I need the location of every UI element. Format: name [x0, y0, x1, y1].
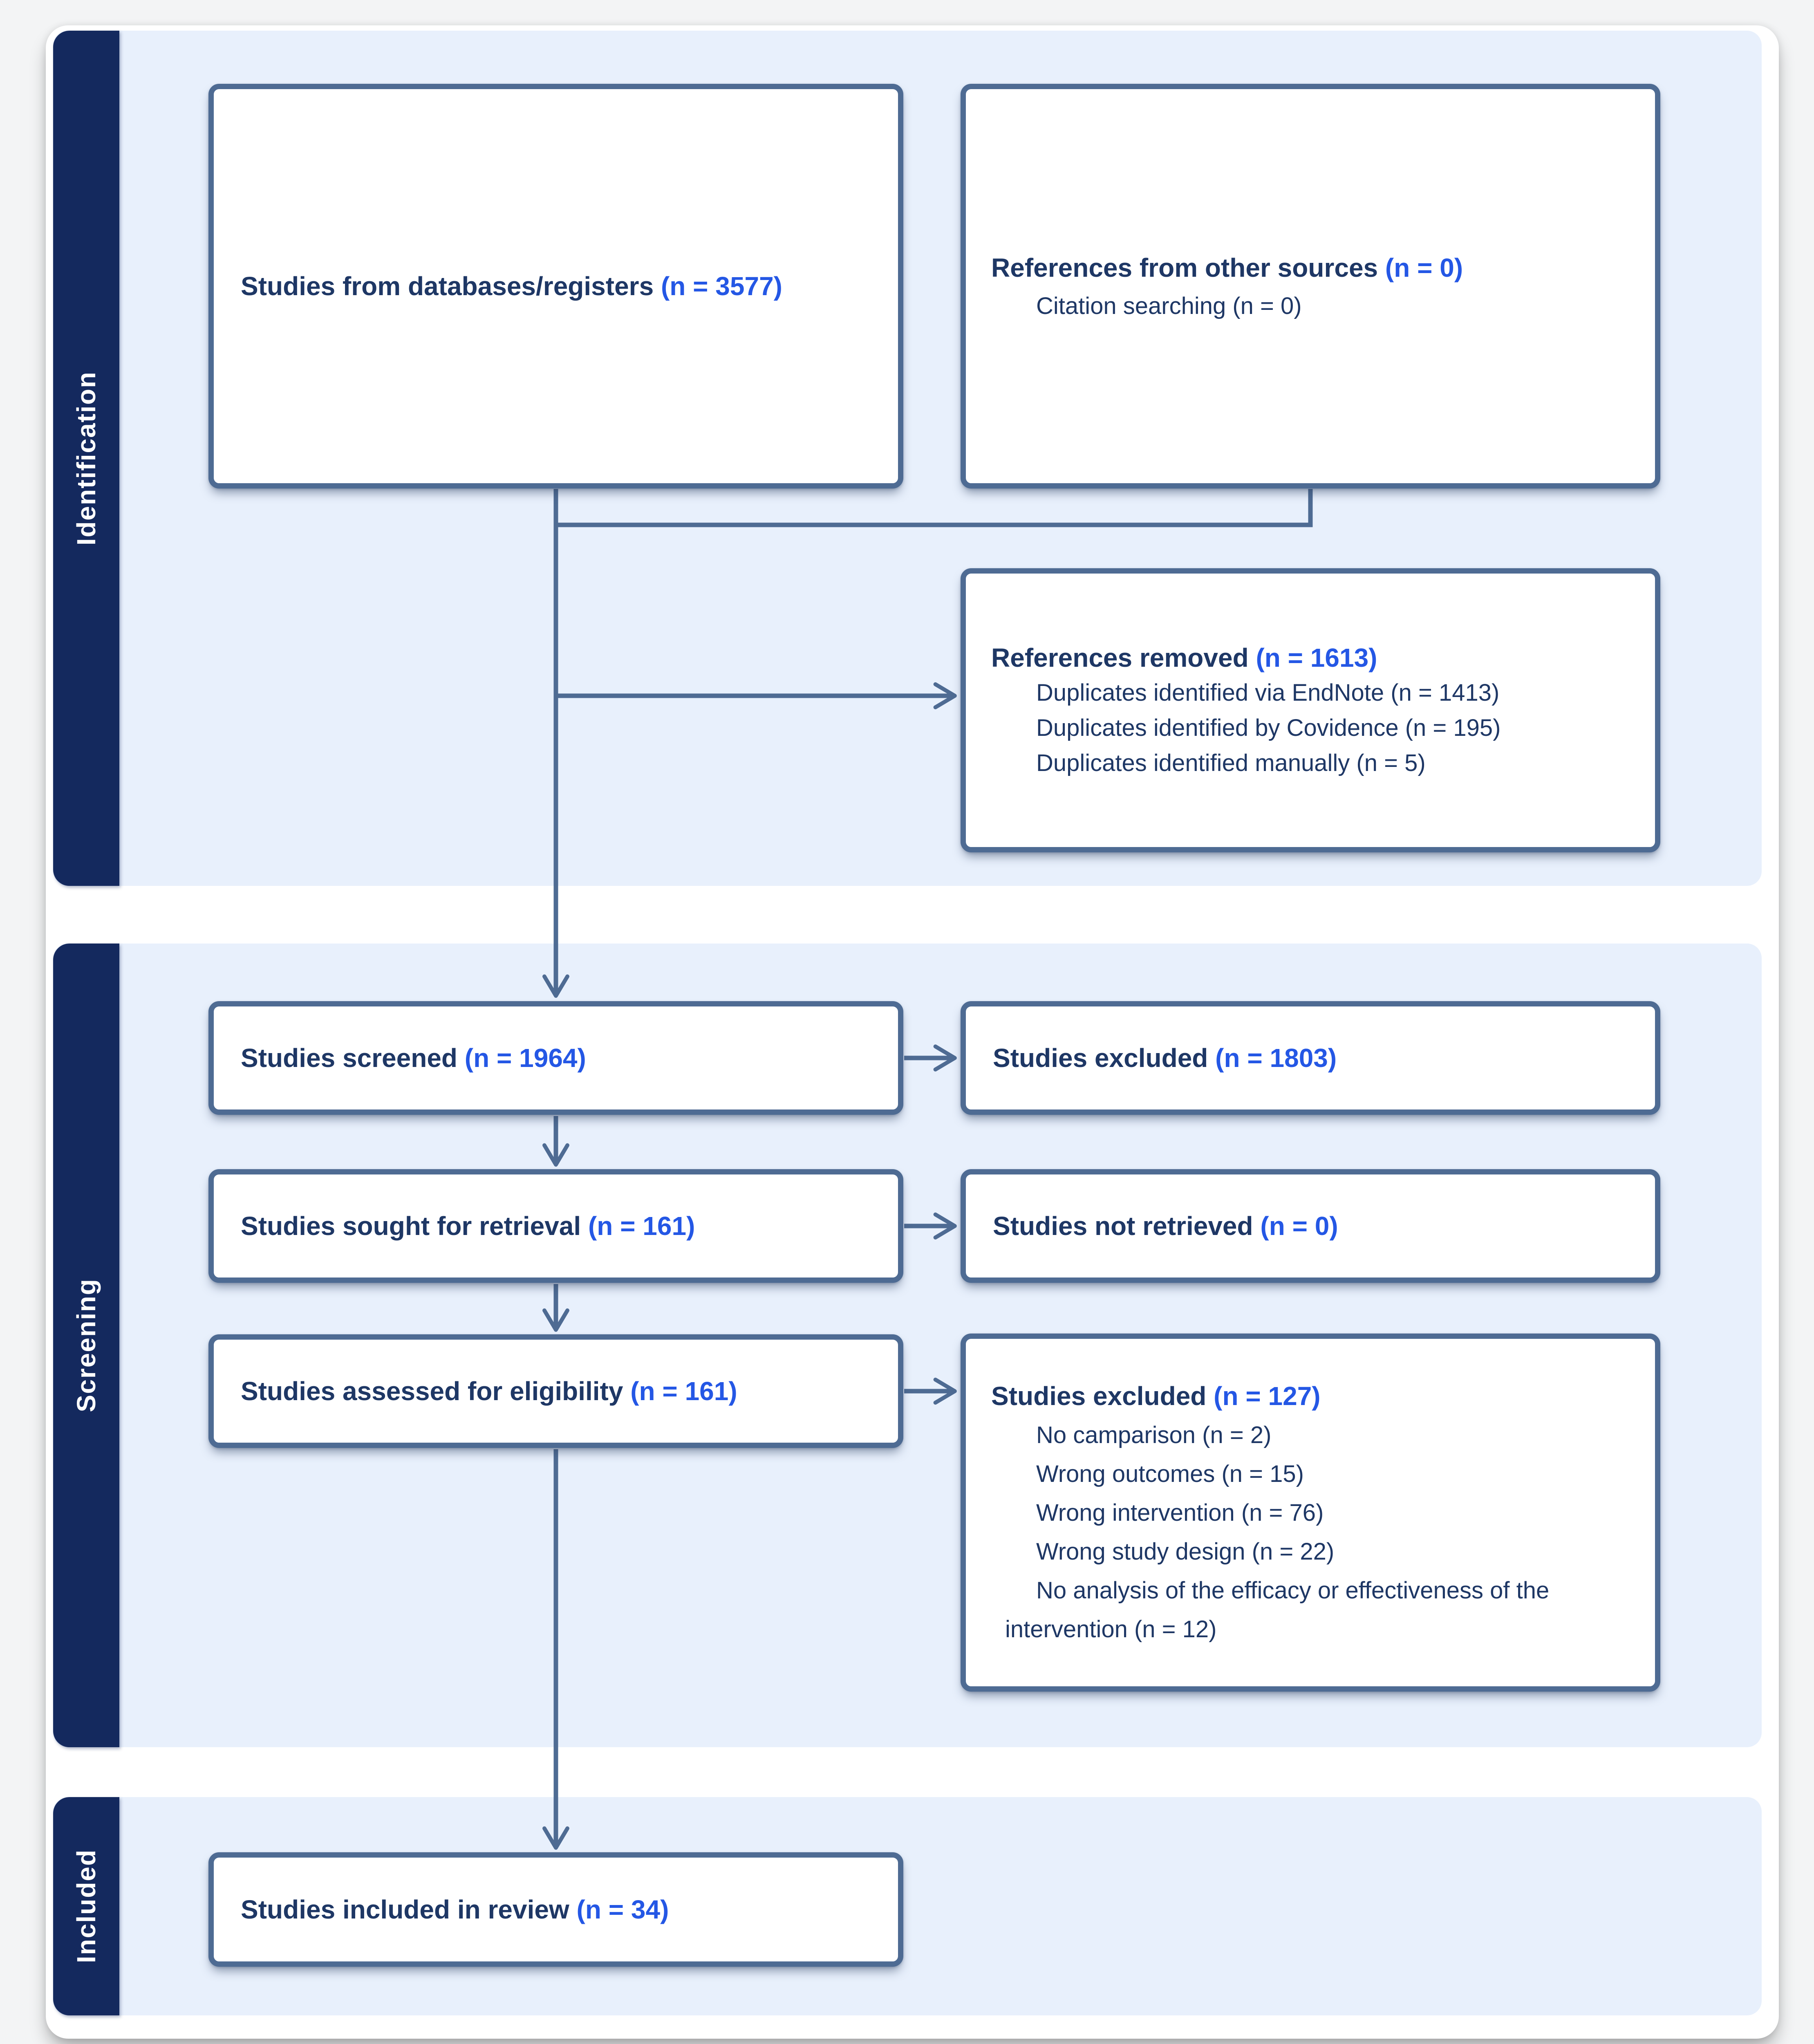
box-text: Studies included in review (n = 34): [241, 1893, 882, 1926]
box-count: (n = 3577): [661, 271, 782, 301]
box-text: Studies not retrieved (n = 0): [993, 1210, 1639, 1242]
box-subitem: Duplicates identified by Covidence (n = …: [1036, 714, 1501, 741]
box-label: Studies assessed for eligibility: [241, 1376, 623, 1406]
box-label: Studies sought for retrieval: [241, 1211, 581, 1241]
box-text: Studies screened (n = 1964): [241, 1042, 882, 1074]
box-label: Studies screened: [241, 1043, 457, 1073]
flow-box-excluded-eligibility: Studies excluded (n = 127) No camparison…: [961, 1334, 1660, 1692]
box-count: (n = 161): [588, 1211, 695, 1241]
box-text: Studies sought for retrieval (n = 161): [241, 1210, 882, 1242]
box-label: References removed: [991, 643, 1249, 672]
sidebar-tab-screening: Screening: [53, 944, 119, 1747]
box-subitem: Wrong study design (n = 22): [1036, 1538, 1335, 1565]
box-label: Studies not retrieved: [993, 1211, 1253, 1241]
box-count: (n = 127): [1214, 1381, 1321, 1411]
flow-box-sought: Studies sought for retrieval (n = 161): [208, 1169, 903, 1283]
box-subitem: No camparison (n = 2): [1036, 1421, 1272, 1448]
box-subitem: Citation searching (n = 0): [1036, 292, 1302, 319]
box-subitem: Duplicates identified via EndNote (n = 1…: [1036, 679, 1500, 706]
box-count: (n = 34): [576, 1895, 669, 1924]
box-label: References from other sources: [991, 253, 1378, 282]
box-text: Studies assessed for eligibility (n = 16…: [241, 1375, 882, 1407]
box-label: Studies included in review: [241, 1895, 569, 1924]
box-label: Studies excluded: [993, 1043, 1208, 1073]
sidebar-tab-identification: Identification: [53, 31, 119, 886]
sidebar-tab-included: Included: [53, 1797, 119, 2015]
box-text: References removed (n = 1613): [966, 640, 1655, 675]
flow-box-not-retrieved: Studies not retrieved (n = 0): [961, 1169, 1660, 1283]
box-subitem: No analysis of the efficacy or effective…: [1005, 1577, 1550, 1643]
flow-box-included: Studies included in review (n = 34): [208, 1852, 903, 1967]
flow-box-screened: Studies screened (n = 1964): [208, 1001, 903, 1115]
box-count: (n = 0): [1260, 1211, 1338, 1241]
flow-box-databases: Studies from databases/registers (n = 35…: [208, 84, 903, 489]
box-label: Studies from databases/registers: [241, 271, 654, 301]
flow-box-references-removed: References removed (n = 1613) Duplicates…: [961, 568, 1660, 852]
flow-box-excluded-screening: Studies excluded (n = 1803): [961, 1001, 1660, 1115]
box-subitem: Wrong intervention (n = 76): [1036, 1499, 1324, 1526]
box-count: (n = 1964): [464, 1043, 586, 1073]
sidebar-label-screening: Screening: [72, 1278, 101, 1412]
box-count: (n = 161): [630, 1376, 737, 1406]
box-count: (n = 0): [1385, 253, 1463, 282]
sidebar-label-included: Included: [72, 1849, 101, 1963]
box-text: Studies excluded (n = 1803): [993, 1042, 1639, 1074]
box-count: (n = 1613): [1256, 643, 1377, 672]
box-text: References from other sources (n = 0): [966, 251, 1655, 284]
box-text: Studies from databases/registers (n = 35…: [241, 270, 882, 303]
flow-box-other-sources: References from other sources (n = 0) Ci…: [961, 84, 1660, 489]
box-subitem: Duplicates identified manually (n = 5): [1036, 749, 1426, 776]
box-label: Studies excluded: [991, 1381, 1207, 1411]
flow-box-assessed: Studies assessed for eligibility (n = 16…: [208, 1334, 903, 1448]
sidebar-label-identification: Identification: [72, 371, 101, 546]
box-text: Studies excluded (n = 127): [966, 1377, 1655, 1416]
box-count: (n = 1803): [1215, 1043, 1337, 1073]
box-subitem: Wrong outcomes (n = 15): [1036, 1460, 1304, 1487]
